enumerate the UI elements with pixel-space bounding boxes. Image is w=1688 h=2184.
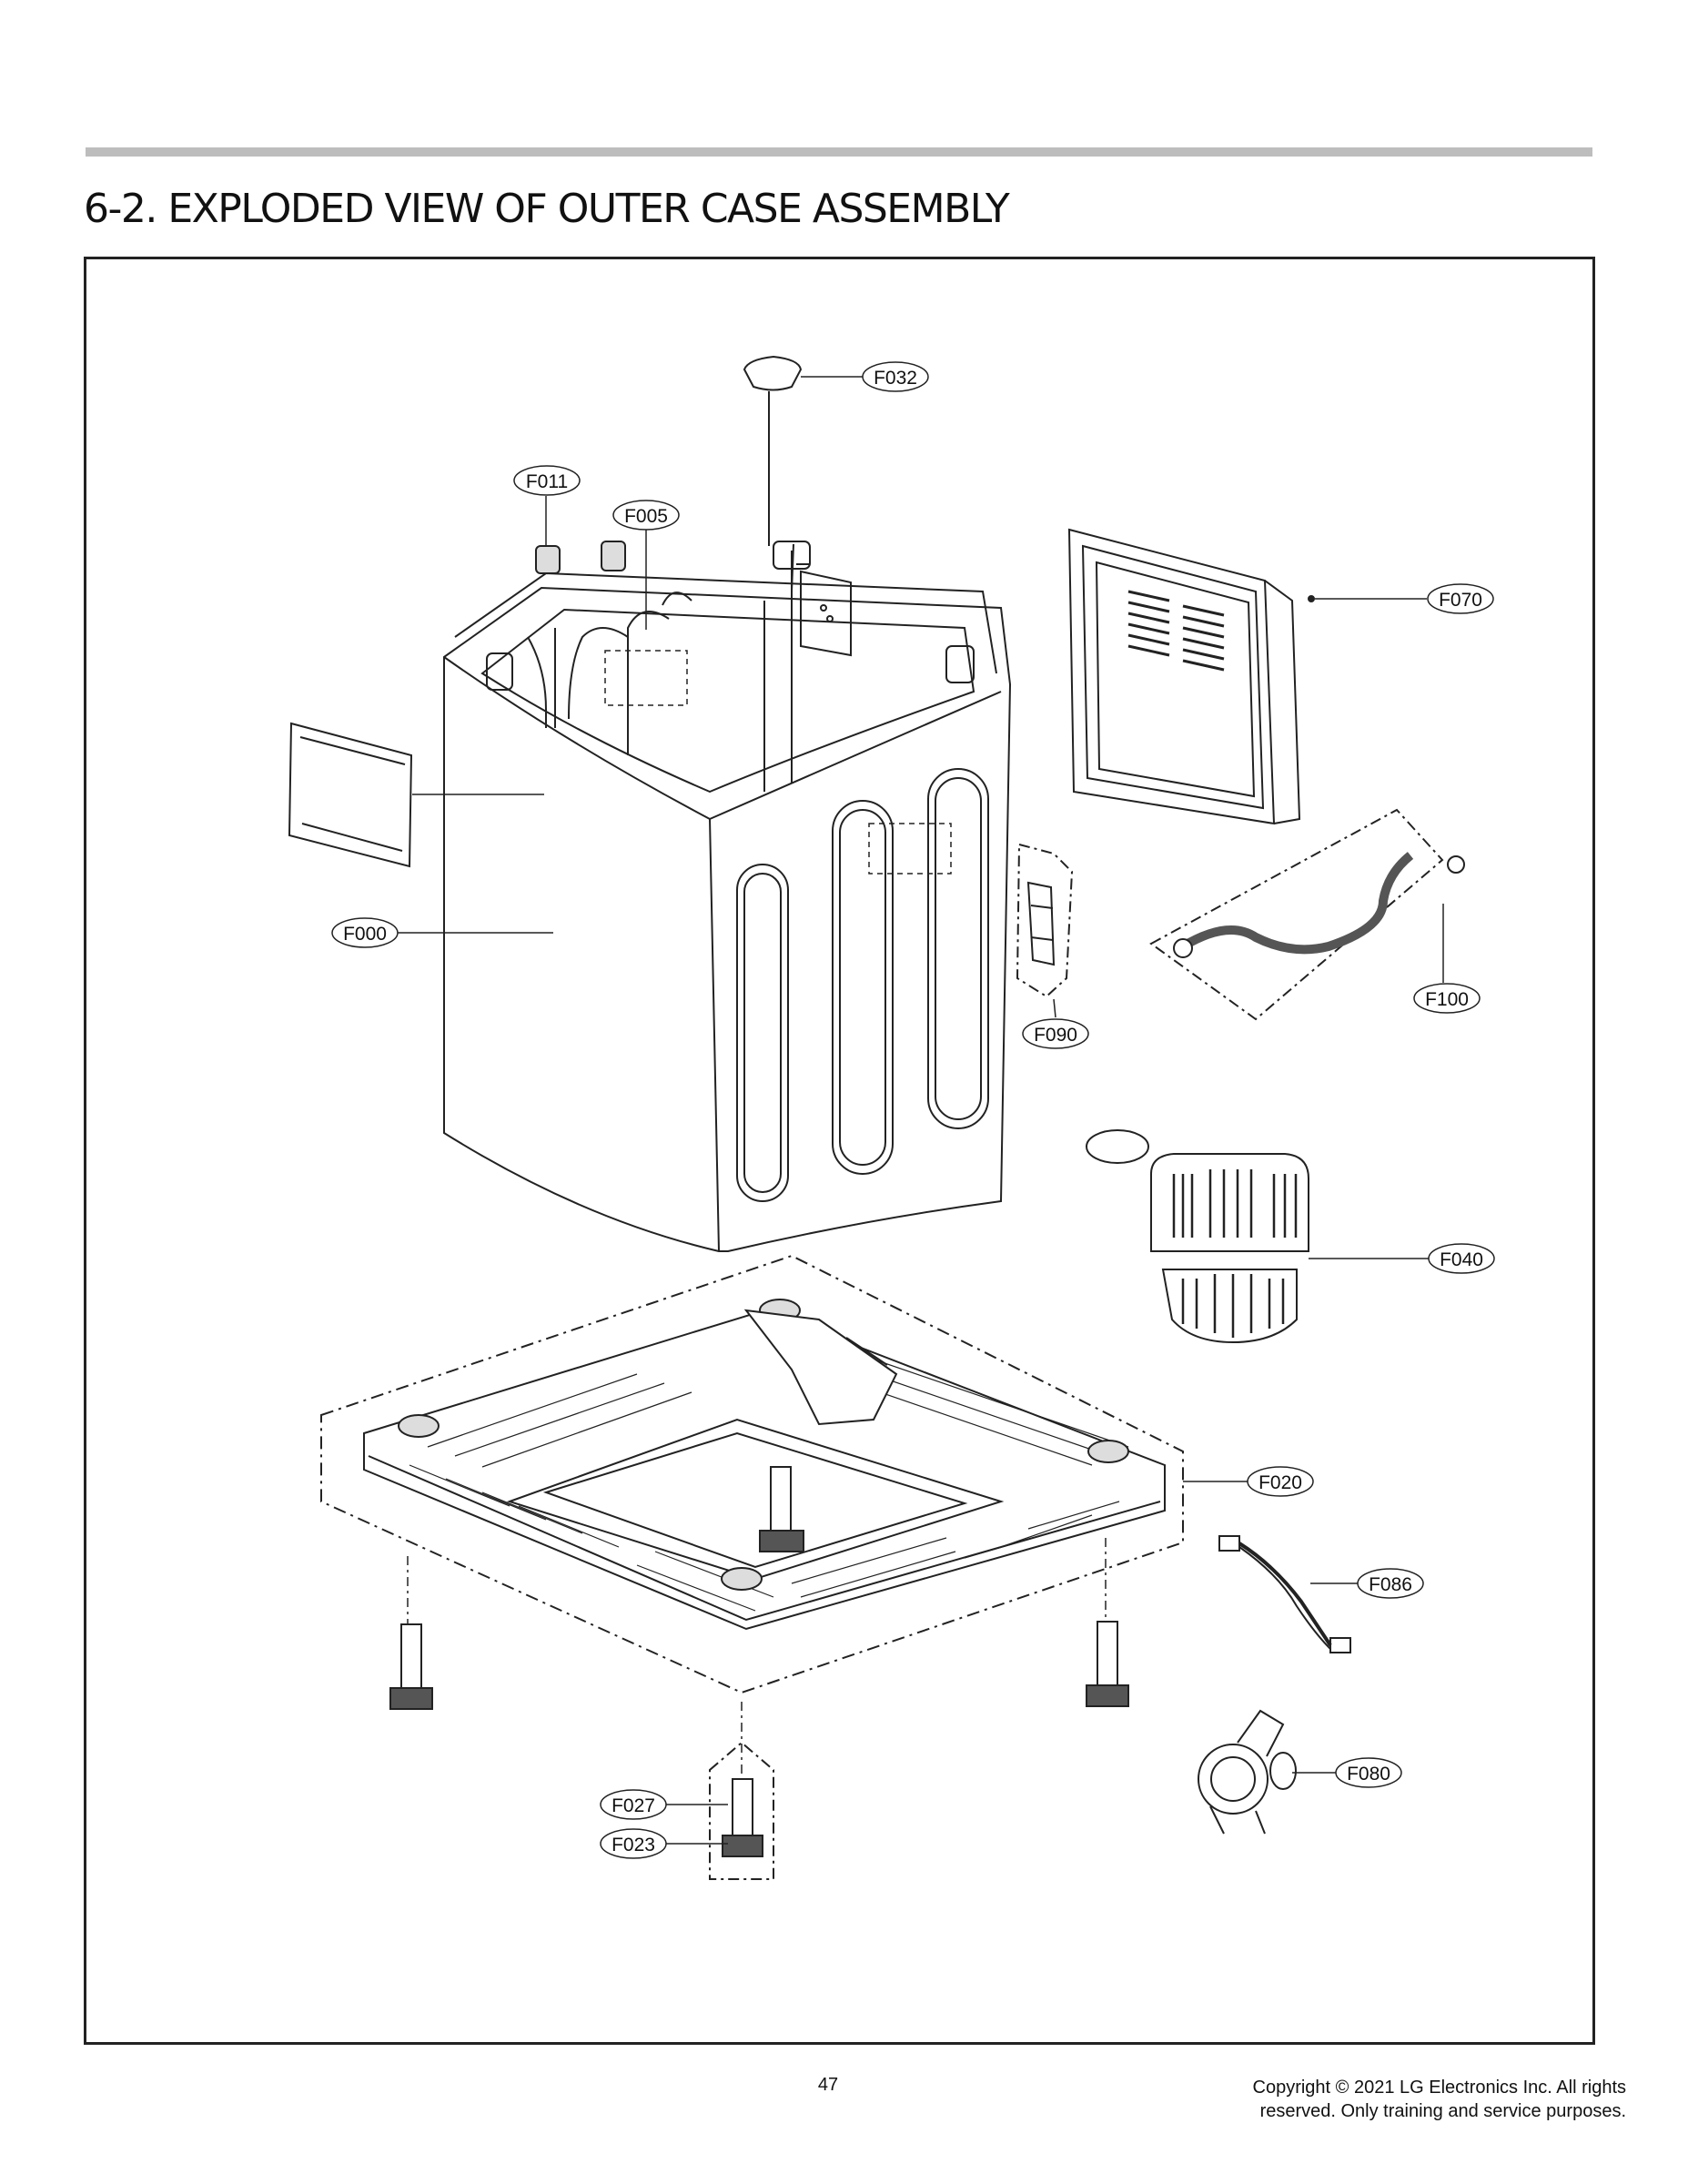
callout-f100: F100 (1413, 983, 1481, 1014)
callout-f070: F070 (1427, 583, 1494, 614)
diagram-frame (84, 257, 1595, 2045)
leveling-foot-part (389, 1466, 1129, 1857)
back-panel-part (1067, 528, 1315, 825)
svg-text:F070: F070 (1439, 590, 1482, 611)
base-frame-part (320, 1254, 1184, 1694)
side-cover-part (288, 722, 413, 868)
foot-inset-box (709, 1741, 774, 1880)
callout-f086: F086 (1357, 1568, 1424, 1599)
page-title: 6-2. EXPLODED VIEW OF OUTER CASE ASSEMBL… (84, 186, 1010, 232)
svg-text:F100: F100 (1425, 989, 1469, 1010)
callout-f032: F032 (862, 361, 929, 392)
leader-lines (397, 376, 1444, 1845)
svg-text:F080: F080 (1347, 1764, 1390, 1785)
harness-part (1218, 1535, 1351, 1653)
svg-text:F027: F027 (612, 1795, 655, 1816)
svg-text:F086: F086 (1369, 1574, 1412, 1595)
grommet-part (535, 541, 626, 574)
callout-f090: F090 (1022, 1018, 1089, 1049)
svg-text:F032: F032 (874, 368, 917, 389)
callout-f000: F000 (331, 917, 399, 948)
svg-text:F040: F040 (1440, 1249, 1483, 1270)
hose-part (1149, 808, 1465, 1021)
cabinet-part (443, 541, 1012, 1252)
pump-part (1198, 1709, 1297, 1835)
copyright-line: Copyright © 2021 LG Electronics Inc. All… (1252, 2078, 1626, 2098)
callout-f020: F020 (1247, 1466, 1314, 1497)
callout-f011: F011 (513, 465, 581, 496)
callout-f080: F080 (1335, 1757, 1402, 1788)
callout-f040: F040 (1428, 1243, 1495, 1274)
svg-text:F020: F020 (1258, 1472, 1302, 1493)
callout-f005: F005 (612, 500, 680, 531)
page-number: 47 (817, 2075, 839, 2095)
copyright-line: reserved. Only training and service purp… (1259, 2101, 1626, 2121)
clamp-part (743, 355, 803, 546)
top-rule (86, 147, 1592, 157)
svg-text:F023: F023 (612, 1835, 655, 1855)
callout-f023: F023 (600, 1828, 667, 1859)
svg-text:F000: F000 (343, 924, 387, 945)
copyright-notice: Copyright © 2021 LG Electronics Inc. All… (1253, 2076, 1626, 2123)
svg-text:F011: F011 (526, 471, 568, 492)
filter-cover-part (1086, 1129, 1309, 1344)
callout-f027: F027 (600, 1789, 667, 1820)
svg-text:F005: F005 (624, 506, 668, 527)
svg-text:F090: F090 (1034, 1025, 1077, 1046)
bracket-part (1016, 843, 1074, 998)
